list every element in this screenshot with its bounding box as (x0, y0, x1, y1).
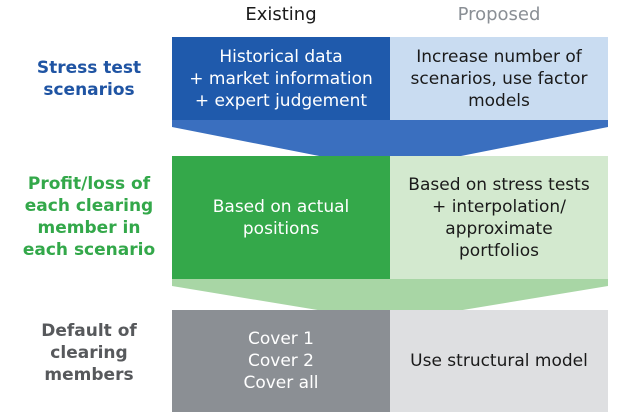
cell-line: Based on actual (212, 196, 350, 217)
cell-line: Increase number of (416, 46, 582, 67)
cell-line: scenarios, use factor (410, 68, 588, 89)
row-label-line: Default of (41, 321, 137, 341)
cell-line: Cover all (243, 373, 319, 393)
cell-line: + market information (189, 68, 373, 89)
row-label-line: clearing (50, 343, 128, 363)
cell-line: Cover 2 (248, 351, 314, 371)
column-header-proposed: Proposed (457, 4, 541, 25)
cell-default-existing: Cover 1 Cover 2 Cover all (172, 310, 390, 412)
cell-profit-loss-proposed: Based on stress tests + interpolation/ a… (390, 156, 608, 279)
row-label-default-of-clearing-members: Default of clearing members (6, 308, 172, 398)
row-label-line: each clearing (24, 196, 154, 216)
cell-profit-loss-existing: Based on actual positions (172, 156, 390, 279)
cell-stress-scenarios-existing: Historical data + market information + e… (172, 37, 390, 120)
row-label-line: member in (37, 218, 141, 238)
cell-line: models (468, 90, 530, 111)
cell-line: + expert judgement (194, 90, 368, 111)
cell-line: Historical data (219, 46, 343, 67)
cell-line: positions (242, 218, 320, 239)
row-label-stress-test-scenarios: Stress test scenarios (6, 40, 172, 118)
cell-line: + interpolation/ (432, 196, 566, 217)
row-label-line: Profit/loss of (27, 174, 151, 194)
cell-line: Use structural model (410, 351, 588, 371)
column-header-existing: Existing (245, 4, 317, 25)
row-label-line: each scenario (22, 240, 156, 260)
row-label-line: Stress test (36, 58, 142, 78)
cell-line: Based on stress tests (408, 174, 590, 195)
cell-default-proposed: Use structural model (390, 310, 608, 412)
cell-line: portfolios (459, 240, 539, 261)
row-label-line: scenarios (43, 80, 135, 100)
row-label-line: members (44, 365, 134, 385)
cell-line: Cover 1 (248, 329, 314, 349)
cell-stress-scenarios-proposed: Increase number of scenarios, use factor… (390, 37, 608, 120)
cell-line: approximate (445, 218, 553, 239)
row-label-profit-loss: Profit/loss of each clearing member in e… (6, 158, 172, 276)
